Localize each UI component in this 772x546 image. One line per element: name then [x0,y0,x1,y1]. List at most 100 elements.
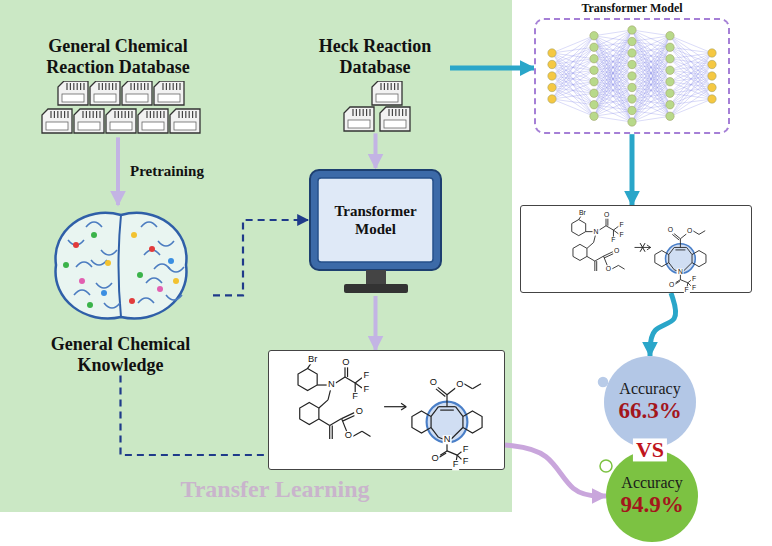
figure-stroke [594,235,596,242]
figure-stroke [347,367,348,377]
figure-stroke [552,47,594,99]
atom-label: O [603,212,610,219]
figure-stroke [64,111,65,118]
figure-stroke [457,455,461,459]
figure-stroke [552,65,594,117]
figure-stroke [594,76,632,116]
network-box: Transformer Model [534,2,730,134]
vs-label: VS [633,438,667,461]
figure-stroke [118,111,119,118]
figure-stroke [61,111,62,118]
connector [121,375,269,455]
figure-stroke [363,109,364,116]
figure-stroke [344,284,408,293]
figure-stroke [332,425,333,439]
atom-label: N [327,381,336,390]
figure-stroke [604,252,613,256]
figure-stroke [384,406,406,407]
connector [505,445,606,496]
figure-stroke [129,298,135,304]
figure-stroke [179,83,180,90]
figure-stroke [399,109,400,116]
figure-stroke [394,83,395,90]
figure-stroke [93,111,94,118]
figure-stroke [330,419,342,426]
figure-stroke [670,47,712,87]
figure-stroke [594,70,632,122]
reaction-drawing [269,351,506,471]
figure-stroke [587,242,594,248]
figure-stroke [369,109,370,116]
atom-label: F [462,445,470,454]
figure-stroke [384,83,385,90]
figure-stroke [594,65,632,117]
model-title: Transformer Model [320,202,431,238]
figure-stroke [693,231,699,235]
figure-stroke [89,111,90,118]
figure-stroke [344,367,345,377]
figure-stroke [342,419,347,432]
figure-stroke [628,37,636,45]
figure-stroke [105,260,111,266]
figure-stroke [87,302,93,308]
figure-stroke [130,83,131,90]
figure-stroke [376,94,398,102]
figure-stroke [552,53,594,116]
figure-stroke [401,407,406,410]
watermark-text: Transfer Learning [80,476,470,503]
figure-stroke [594,42,632,117]
figure-stroke [647,247,651,249]
figure-stroke [387,83,388,90]
figure-stroke [599,226,606,230]
figure-stroke [121,111,122,118]
figure-stroke [666,89,674,97]
atom-label: O [344,431,353,440]
atom-label: F [362,385,370,394]
figure-stroke [666,55,674,63]
figure-stroke [594,82,632,122]
figure-stroke [366,109,367,116]
figure-stroke [632,36,670,76]
figure-stroke [397,83,398,90]
figure-stroke [162,83,163,90]
figure-stroke [632,105,670,122]
figure-stroke [446,444,447,451]
figure-stroke [672,234,679,240]
figure-stroke [666,101,674,109]
figure-stroke [150,111,151,118]
figure-stroke [114,111,115,118]
figure-stroke [680,275,681,280]
accuracy-circle: Accuracy94.9% [606,450,698,542]
figure-stroke [344,107,374,131]
figure-stroke [572,216,706,287]
figure-stroke [355,383,362,388]
figure-stroke [146,278,162,283]
figure-stroke [632,36,670,122]
atom-label: F [691,284,697,291]
figure-stroke [342,415,355,421]
decor-dot [597,376,609,388]
figure-stroke [456,455,458,460]
figure-stroke [680,280,687,283]
atom-label: O [686,228,693,235]
figure-stroke [163,111,164,118]
figure-stroke [675,281,680,284]
atom-label: N [443,435,452,444]
knowledge-brain: General Chemical Knowledge [28,205,213,375]
figure-stroke [684,263,692,271]
figure-stroke [440,410,454,411]
figure-stroke [319,400,328,408]
figure-stroke [670,47,712,99]
figure-stroke [166,295,182,300]
figure-stroke [594,30,632,70]
atom-label: O [605,265,612,272]
figure-stroke [669,263,674,270]
network-frame [534,18,730,134]
figure-stroke [464,384,473,389]
atom-label: N [593,229,600,236]
figure-stroke [431,428,438,438]
figure-stroke [149,246,155,252]
figure-stroke [666,112,674,120]
figure-stroke [402,109,403,116]
figure-stroke [552,76,594,116]
